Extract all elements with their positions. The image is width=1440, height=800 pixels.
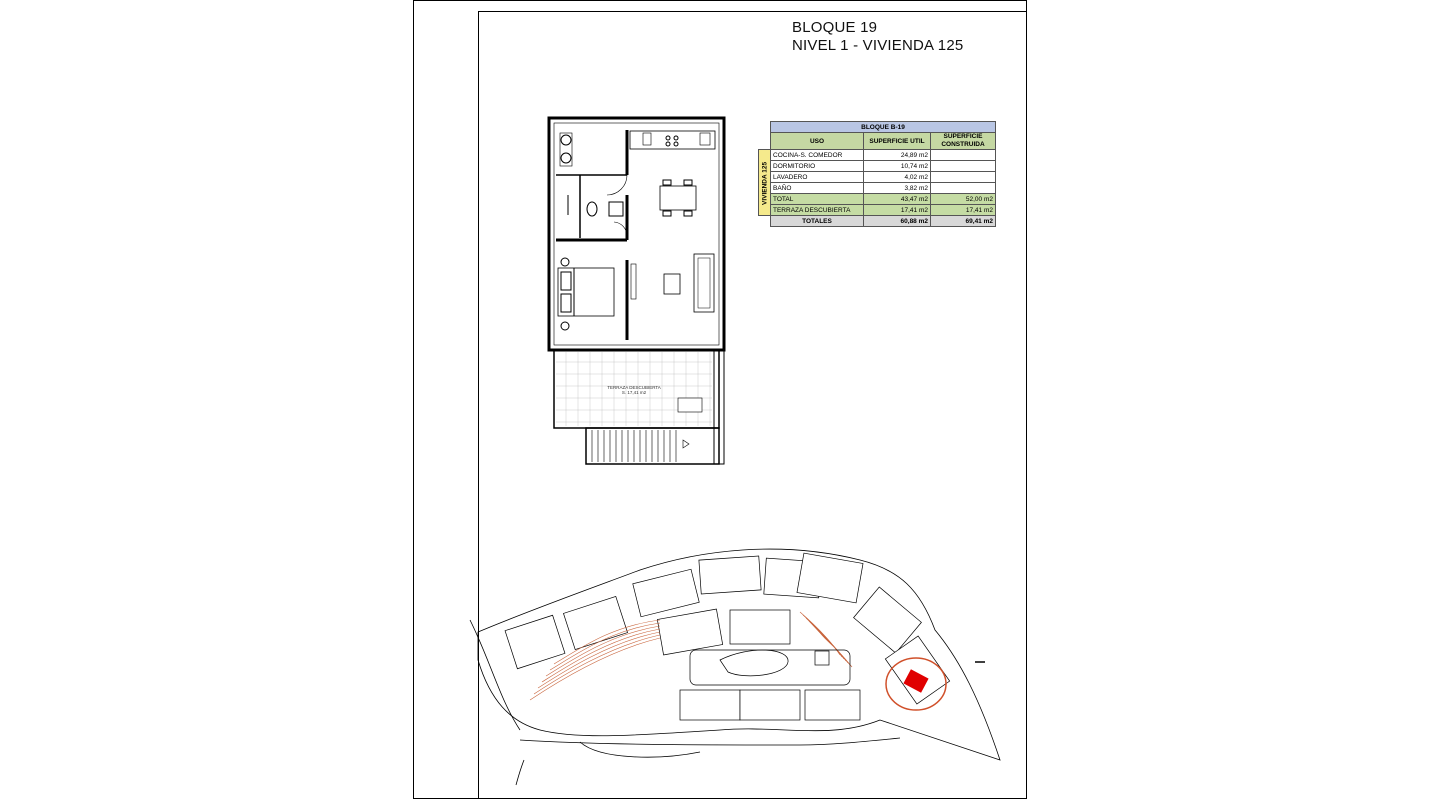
sheet-title: BLOQUE 19 NIVEL 1 - VIVIENDA 125: [792, 19, 963, 55]
col-uso: USO: [770, 132, 864, 150]
row-uso: COCINA-S. COMEDOR: [770, 149, 864, 161]
row-uso: TERRAZA DESCUBIERTA: [770, 204, 864, 216]
table-block-header: BLOQUE B-19: [770, 121, 996, 133]
row-construida: 17,41 m2: [930, 204, 996, 216]
totals-util: 60,88 m2: [863, 215, 931, 227]
title-level-unit: NIVEL 1 - VIVIENDA 125: [792, 37, 964, 54]
surface-table: BLOQUE B-19 USO SUPERFICIE UTIL SUPERFIC…: [758, 121, 996, 227]
row-util: 17,41 m2: [863, 204, 931, 216]
row-uso: DORMITORIO: [770, 160, 864, 172]
row-util: 10,74 m2: [863, 160, 931, 172]
row-construida: [930, 160, 996, 172]
row-uso: BAÑO: [770, 182, 864, 194]
row-util: 43,47 m2: [863, 193, 931, 205]
drawing-frame: [478, 11, 1027, 799]
row-uso: LAVADERO: [770, 171, 864, 183]
unit-label: VIVIENDA 125: [758, 149, 771, 216]
row-util: 24,89 m2: [863, 149, 931, 161]
row-util: 3,82 m2: [863, 182, 931, 194]
col-util: SUPERFICIE UTIL: [863, 132, 931, 150]
row-construida: [930, 171, 996, 183]
title-block: BLOQUE 19: [792, 19, 878, 36]
drawing-sheet: BLOQUE 19 NIVEL 1 - VIVIENDA 125 BLOQUE …: [413, 0, 1027, 799]
col-construida: SUPERFICIE CONSTRUIDA: [930, 132, 996, 150]
totals-label: TOTALES: [770, 215, 864, 227]
totals-construida: 69,41 m2: [930, 215, 996, 227]
row-uso: TOTAL: [770, 193, 864, 205]
row-construida: 52,00 m2: [930, 193, 996, 205]
row-util: 4,02 m2: [863, 171, 931, 183]
row-construida: [930, 149, 996, 161]
row-construida: [930, 182, 996, 194]
